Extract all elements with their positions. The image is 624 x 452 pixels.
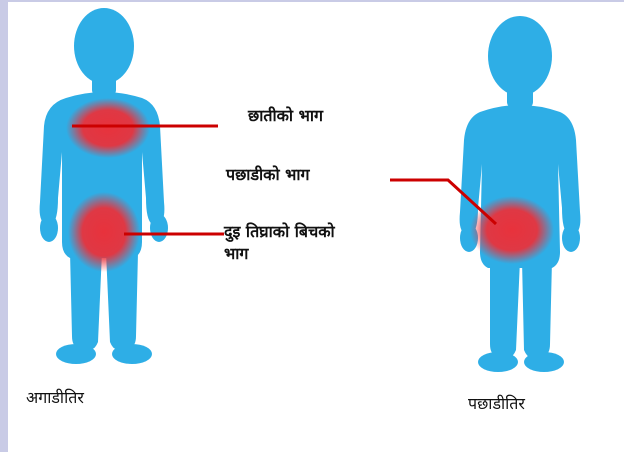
thigh-label-line2: भाग (224, 244, 248, 264)
front-figure (40, 8, 168, 364)
thigh-highlight (68, 192, 140, 272)
buttocks-label: पछाडीको भाग (226, 165, 310, 185)
front-caption: अगाडीतिर (26, 388, 84, 408)
buttocks-highlight (470, 196, 554, 264)
back-figure (460, 16, 581, 372)
back-caption: पछाडीतिर (468, 394, 525, 414)
thigh-label-line1: दुइ तिघ्राको बिचको (224, 222, 335, 242)
chest-label: छातीको भाग (248, 106, 323, 126)
chest-highlight (66, 98, 150, 158)
